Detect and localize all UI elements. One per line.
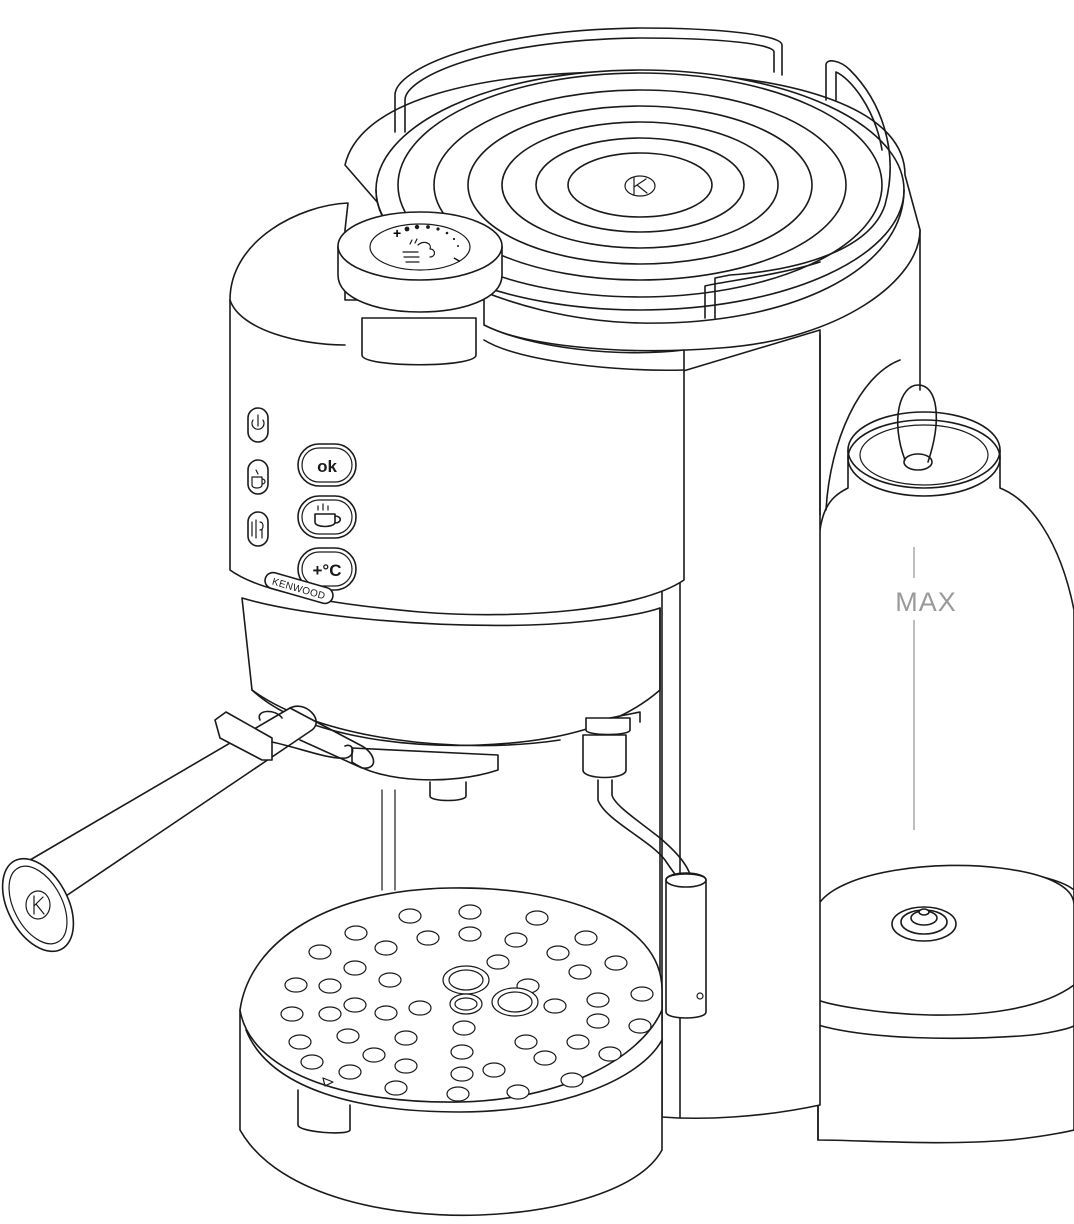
dial-level-dots <box>404 224 459 247</box>
ok-button[interactable]: ok <box>297 443 357 487</box>
steam-button[interactable] <box>247 511 269 547</box>
power-button[interactable] <box>247 407 269 443</box>
steam-wand[interactable] <box>582 711 707 1019</box>
steam-icon <box>251 519 264 539</box>
handle-logo <box>25 890 51 920</box>
ok-button-label: ok <box>317 457 337 476</box>
double-cup-icon <box>314 503 342 528</box>
single-cup-button[interactable] <box>247 459 269 495</box>
milk-container: MAX <box>817 359 1074 1144</box>
max-label: MAX <box>895 587 957 617</box>
dial-steam-icon <box>402 238 436 263</box>
steam-dial[interactable]: + – <box>337 211 503 366</box>
cup-icon <box>251 476 266 489</box>
drip-tray[interactable] <box>239 887 663 1217</box>
dial-plus: + <box>393 225 401 241</box>
power-icon <box>251 419 265 430</box>
portafilter[interactable] <box>0 705 499 963</box>
milk-lid <box>847 411 1001 489</box>
double-cup-button[interactable] <box>297 495 357 539</box>
drip-tray-holes <box>280 904 654 1102</box>
control-housing: ok +°C KENWOOD <box>229 202 685 1119</box>
top-logo <box>624 175 656 197</box>
spring-clip <box>214 711 273 761</box>
lid-loop <box>896 384 938 463</box>
milk-connector <box>891 906 957 942</box>
temperature-button[interactable]: +°C <box>297 547 357 591</box>
cup-rail <box>394 27 783 133</box>
temperature-button-label: +°C <box>312 561 341 580</box>
